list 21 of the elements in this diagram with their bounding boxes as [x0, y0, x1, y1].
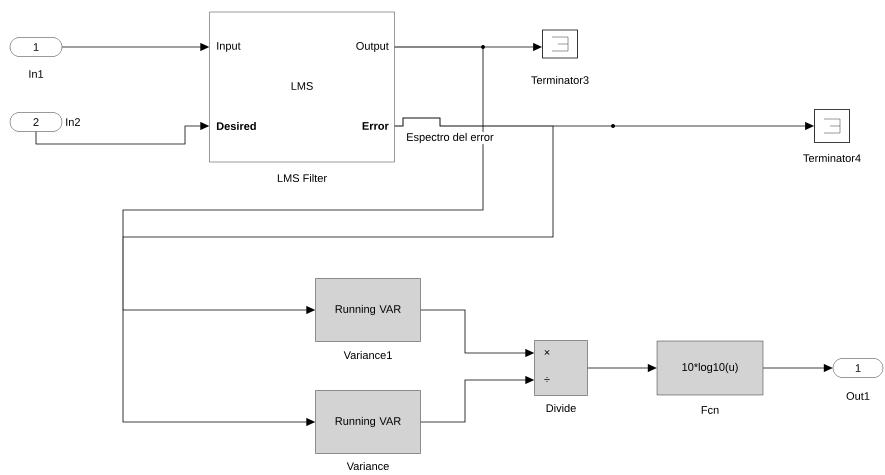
block-name: Variance — [346, 462, 389, 470]
block-name: Divide — [546, 404, 576, 412]
terminator-block — [542, 30, 578, 58]
filter-block: Input Output LMS Desired Error — [209, 12, 395, 162]
block-name: Variance1 — [344, 350, 392, 360]
block-name: In1 — [29, 70, 44, 78]
function-block: 10*log10(u) — [656, 340, 764, 396]
function-block: × ÷ — [534, 340, 588, 396]
port-block: 2 — [10, 112, 62, 132]
block-name: LMS Filter — [278, 174, 327, 182]
terminator-block — [814, 109, 850, 143]
block-name: Out1 — [846, 392, 870, 400]
function-block: Running VAR — [315, 390, 421, 454]
block-name: In2 — [66, 118, 80, 126]
block-name: Fcn — [702, 406, 718, 414]
port-block: 1 — [832, 358, 884, 378]
function-block: Running VAR — [315, 278, 421, 342]
edge-label: Espectro del error — [407, 132, 494, 144]
port-block: 1 — [10, 37, 62, 57]
block-name: Terminator4 — [803, 154, 861, 162]
block-name: Terminator3 — [531, 76, 589, 84]
